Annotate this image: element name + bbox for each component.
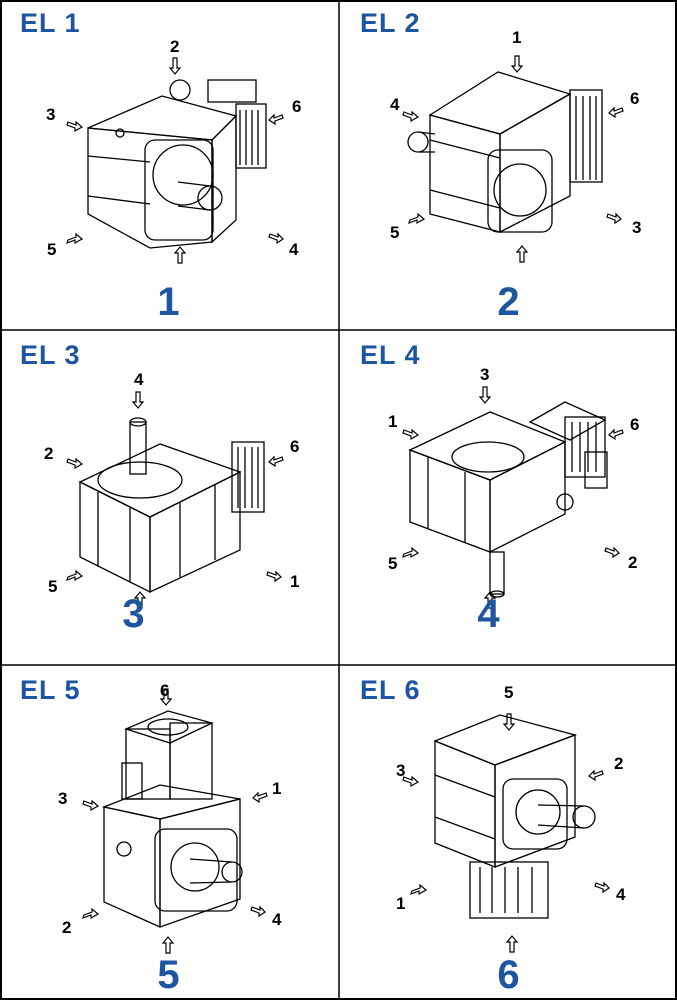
direction-arrows — [66, 57, 284, 264]
panel-el3: EL 3 — [0, 332, 337, 664]
direction-label-4: 4 — [289, 240, 299, 259]
panel-title: EL 3 — [20, 340, 81, 370]
position-number: 1 — [157, 280, 180, 324]
direction-arrows — [402, 386, 624, 609]
direction-arrows — [82, 688, 268, 954]
direction-label-4: 4 — [134, 370, 144, 389]
gearbox-drawing — [408, 401, 608, 598]
direction-label-3: 3 — [480, 365, 490, 384]
panel-el2: EL 2 — [340, 0, 677, 332]
panel-el5: EL 5 — [0, 667, 337, 999]
panel-title: EL 5 — [20, 675, 81, 705]
direction-label-5: 5 — [388, 554, 398, 573]
gearbox-drawing — [78, 417, 265, 594]
position-number: 2 — [497, 280, 520, 324]
panel-title: EL 2 — [360, 8, 421, 38]
direction-label-3: 3 — [632, 218, 642, 237]
position-number: 5 — [157, 953, 180, 997]
direction-label-6: 6 — [292, 97, 302, 116]
direction-label-2: 2 — [170, 37, 180, 56]
gearbox-drawing — [87, 79, 267, 249]
panel-el4: EL 4 — [340, 332, 677, 664]
position-number: 6 — [497, 953, 520, 997]
direction-label-5: 5 — [48, 577, 58, 596]
direction-label-1: 1 — [388, 412, 398, 431]
position-number: 4 — [477, 592, 500, 636]
panel-el6: EL 6 — [340, 667, 677, 999]
direction-label-6: 6 — [630, 89, 640, 108]
panel-title: EL 1 — [20, 8, 81, 38]
direction-label-6: 6 — [290, 437, 300, 456]
direction-label-4: 4 — [616, 885, 626, 904]
direction-label-5: 5 — [504, 683, 514, 702]
direction-label-1: 1 — [290, 572, 300, 591]
panel-title: EL 4 — [360, 340, 421, 370]
direction-label-1: 1 — [272, 779, 282, 798]
direction-label-6: 6 — [160, 681, 170, 700]
panel-title: EL 6 — [360, 675, 421, 705]
gearbox-drawing — [407, 71, 603, 234]
direction-label-5: 5 — [47, 240, 57, 259]
gearbox-drawing — [433, 714, 596, 919]
direction-arrows — [402, 713, 610, 953]
direction-label-3: 3 — [396, 761, 406, 780]
direction-arrows — [402, 55, 624, 263]
direction-label-6: 6 — [630, 415, 640, 434]
direction-label-4: 4 — [390, 95, 400, 114]
direction-label-4: 4 — [272, 910, 282, 929]
direction-label-3: 3 — [58, 789, 68, 808]
direction-label-1: 1 — [396, 894, 406, 913]
gearbox-drawing — [101, 710, 243, 929]
direction-arrows — [66, 391, 284, 609]
direction-label-1: 1 — [512, 28, 522, 47]
direction-label-2: 2 — [62, 918, 72, 937]
position-number: 3 — [122, 592, 145, 636]
direction-label-3: 3 — [46, 105, 56, 124]
direction-label-2: 2 — [614, 754, 624, 773]
direction-label-2: 2 — [44, 444, 54, 463]
direction-label-5: 5 — [390, 223, 400, 242]
panel-el1: EL 1 — [0, 0, 337, 332]
direction-label-2: 2 — [628, 553, 638, 572]
